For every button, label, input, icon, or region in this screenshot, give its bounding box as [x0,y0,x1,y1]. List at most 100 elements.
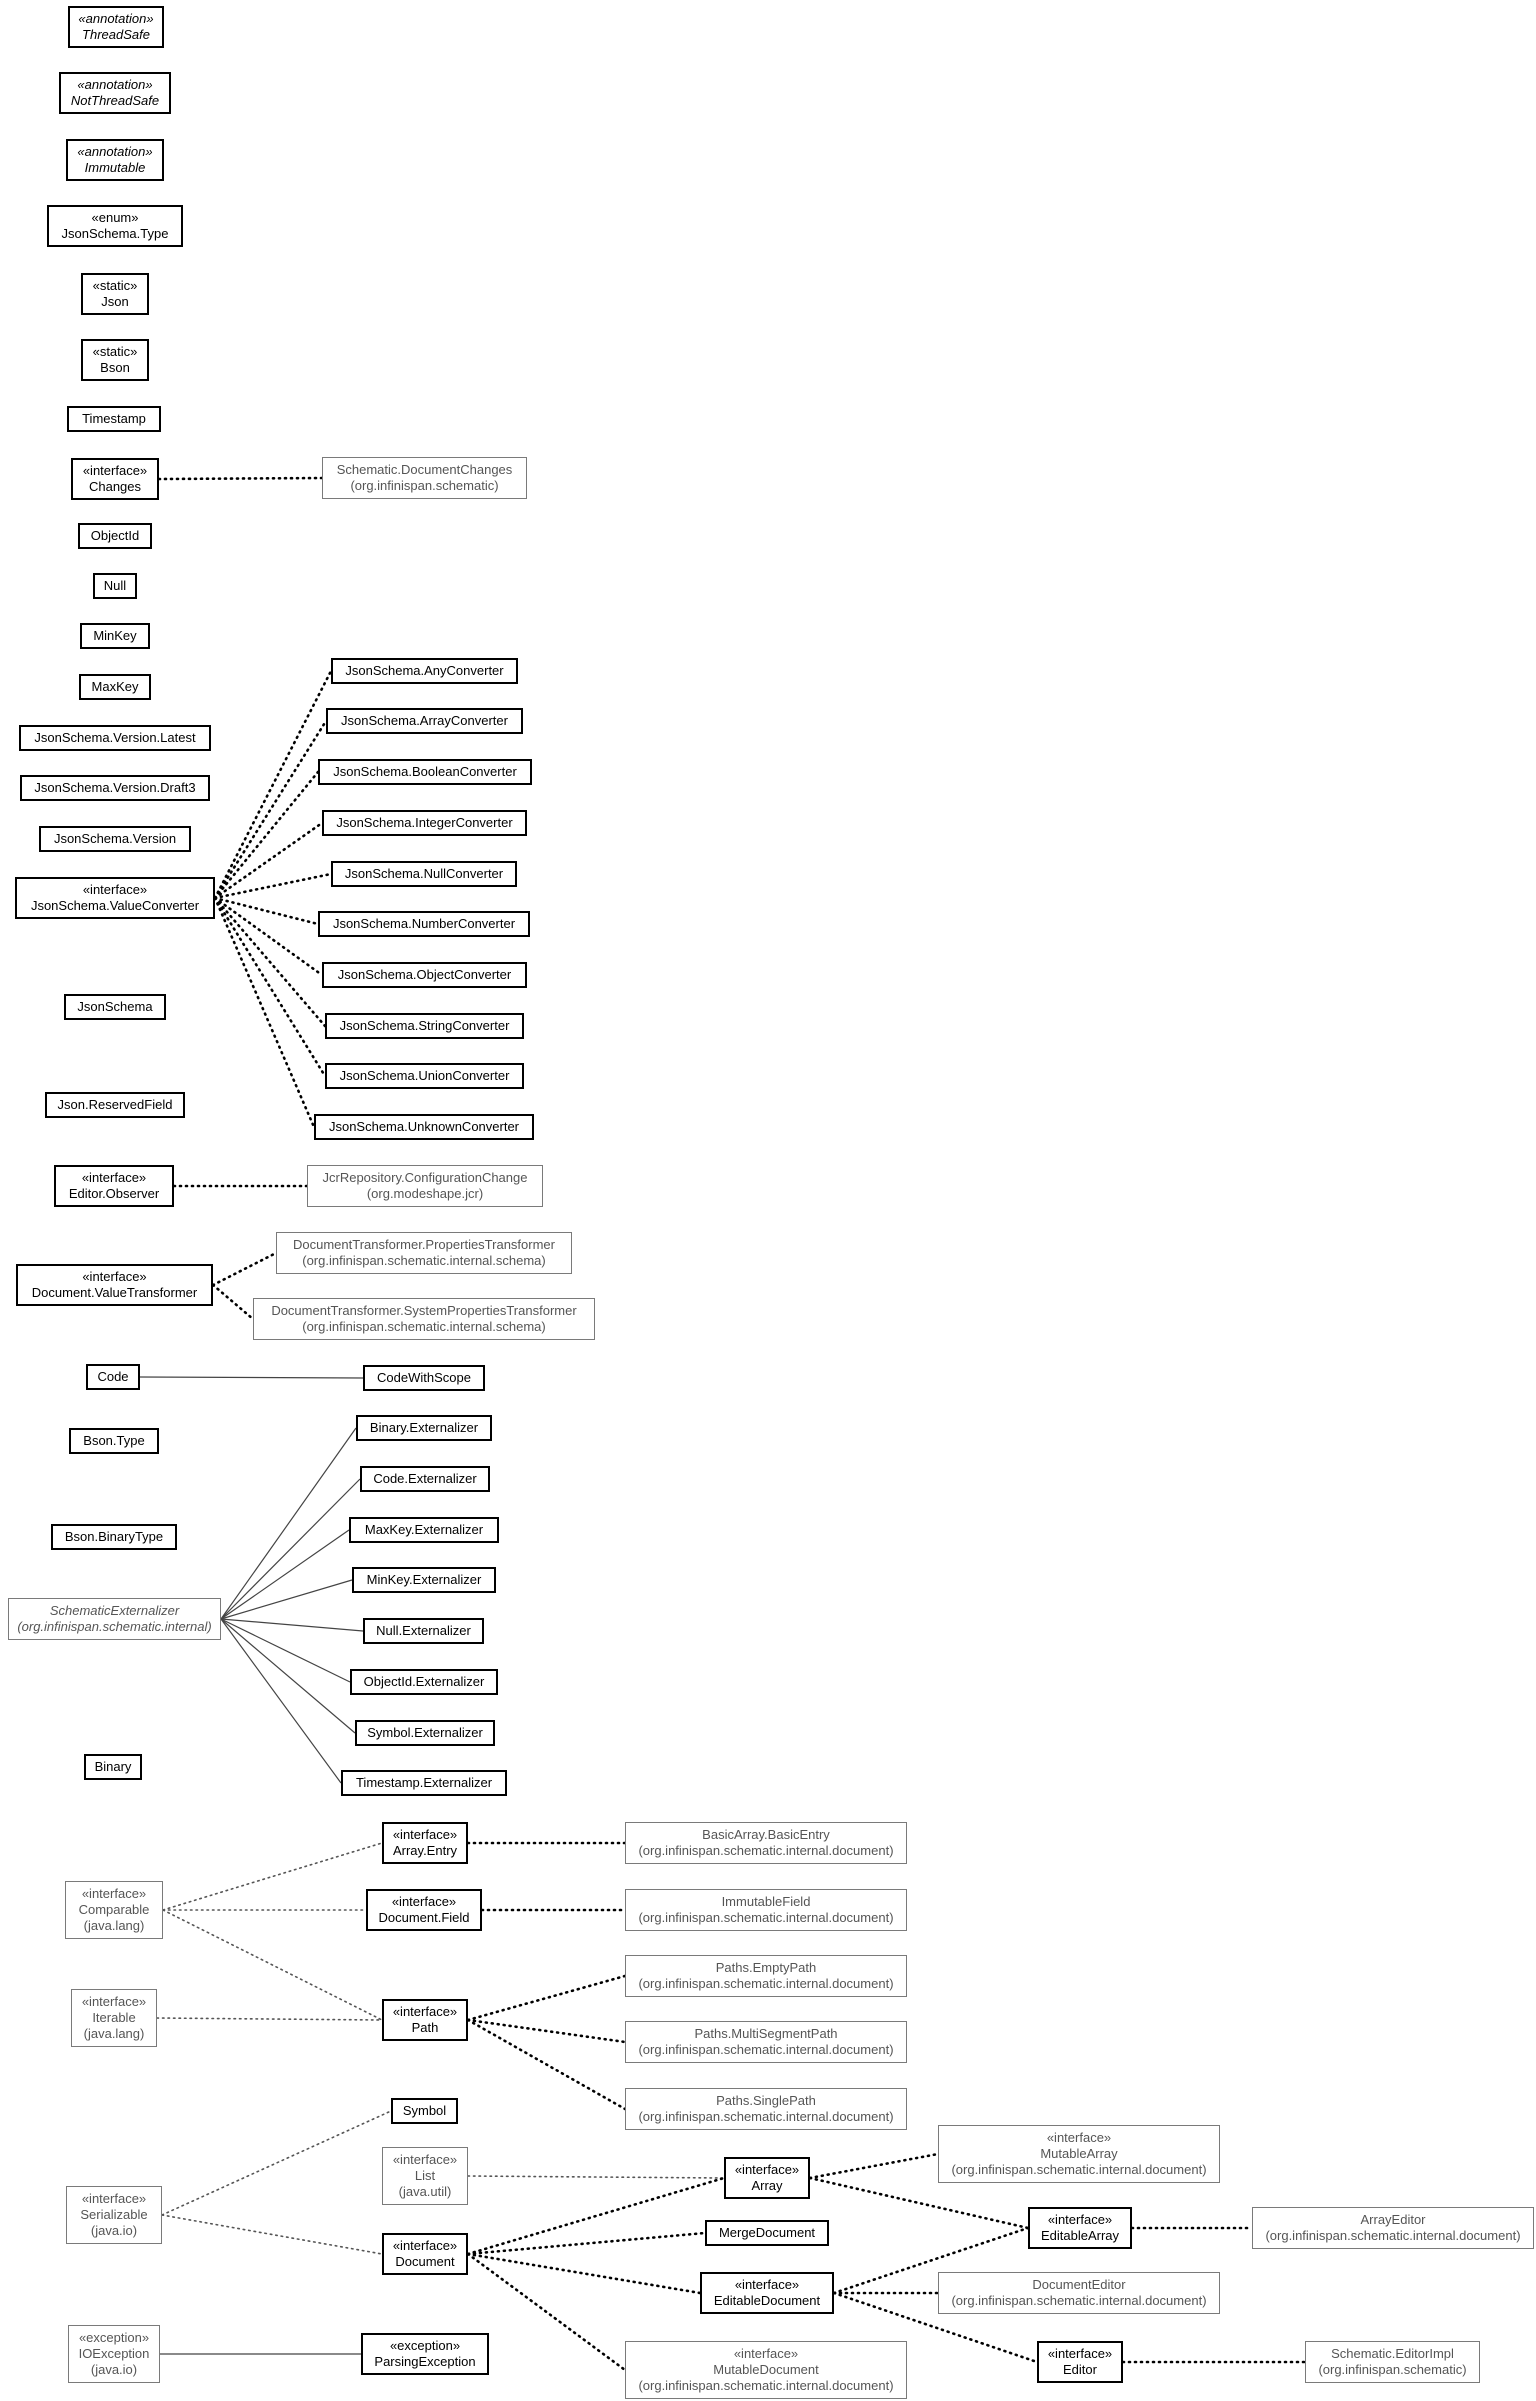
node-pkg: (org.infinispan.schematic.internal.docum… [638,1910,894,1925]
edge-valueconverter-to-anyconverter [213,669,333,900]
node-stringconverter: JsonSchema.StringConverter [325,1013,524,1039]
node-name: Paths.MultiSegmentPath [694,2026,838,2041]
node-propertiestransformer: DocumentTransformer.PropertiesTransforme… [276,1232,572,1274]
node-name: Immutable [84,160,146,175]
node-json: «static»Json [81,273,149,315]
node-timestamp: Timestamp [67,406,161,432]
node-bson-binarytype: Bson.BinaryType [51,1524,177,1550]
node-binary: Binary [84,1754,142,1780]
node-ioexception: «exception»IOException(java.io) [68,2325,160,2383]
node-name: Path [411,2020,439,2035]
node-name: Code [97,1369,129,1384]
node-name: CodeWithScope [377,1370,471,1385]
node-name: Json [101,294,129,309]
edge-path-to-multisegmentpath [466,2018,627,2044]
edge-schematicexternalizer-to-symbol-externalizer [220,1618,356,1734]
node-name: Bson.Type [83,1433,145,1448]
node-null-externalizer: Null.Externalizer [363,1618,484,1644]
node-pkg: (org.infinispan.schematic.internal.docum… [638,2378,894,2393]
edge-schematicexternalizer-to-objectid-externalizer [220,1618,351,1683]
node-maxkey: MaxKey [79,674,151,700]
node-pkg: (org.infinispan.schematic.internal.docum… [638,1843,894,1858]
node-name: Null [103,578,127,593]
node-document-field: «interface»Document.Field [366,1889,482,1931]
node-anyconverter: JsonSchema.AnyConverter [331,658,518,684]
node-objectid-externalizer: ObjectId.Externalizer [350,1669,498,1695]
node-name: Document.ValueTransformer [31,1285,198,1300]
node-name: Serializable [80,2207,148,2222]
edge-schematicexternalizer-to-minkey-externalizer [220,1579,353,1620]
node-name: MutableArray [1040,2146,1118,2161]
node-name: Timestamp [82,411,146,426]
edge-schematicexternalizer-to-null-externalizer [220,1618,364,1632]
edge-valueconverter-to-integerconverter [213,821,324,900]
node-pkg: (org.infinispan.schematic.internal.schem… [302,1319,546,1334]
node-singlepath: Paths.SinglePath(org.infinispan.schemati… [625,2088,907,2130]
node-stereo: «interface» [82,882,148,897]
node-stereo: «interface» [81,2191,147,2206]
node-name: Paths.EmptyPath [715,1960,817,1975]
node-immutable: «annotation»Immutable [66,139,164,181]
node-pkg: (org.infinispan.schematic.internal.schem… [302,1253,546,1268]
node-name: Symbol [402,2103,447,2118]
node-name: MinKey [93,628,137,643]
node-name: JcrRepository.ConfigurationChange [322,1170,528,1185]
node-binary-externalizer: Binary.Externalizer [356,1415,492,1441]
node-timestamp-externalizer: Timestamp.Externalizer [341,1770,507,1796]
node-basicentry: BasicArray.BasicEntry(org.infinispan.sch… [625,1822,907,1864]
node-name: Editor.Observer [68,1186,160,1201]
node-pkg: (org.infinispan.schematic) [1318,2362,1467,2377]
edge-document-to-array [466,2176,726,2256]
node-name: Array [751,2178,783,2193]
node-path: «interface»Path [382,1999,468,2041]
edge-schematicexternalizer-to-timestamp-externalizer [220,1618,342,1784]
node-name: ImmutableField [721,1894,811,1909]
node-arrayeditor: ArrayEditor(org.infinispan.schematic.int… [1252,2207,1534,2249]
node-stereo: «interface» [1046,2130,1112,2145]
node-name: JsonSchema.Version [53,831,177,846]
node-stereo: «interface» [392,2238,458,2253]
node-documenteditor: DocumentEditor(org.infinispan.schematic.… [938,2272,1220,2314]
edge-serializable-to-symbol [161,2110,392,2216]
node-name: JsonSchema.StringConverter [339,1018,510,1033]
edge-schematicexternalizer-to-binary-externalizer [220,1427,357,1620]
edge-schematicexternalizer-to-code-externalizer [220,1478,361,1620]
node-name: JsonSchema [77,999,153,1014]
node-name: Document [395,2254,455,2269]
edge-document-to-mergedocument [466,2231,707,2256]
node-name: JsonSchema.IntegerConverter [336,815,513,830]
node-stereo: «exception» [389,2338,461,2353]
node-stereo: «exception» [78,2330,150,2345]
edge-schematicexternalizer-to-maxkey-externalizer [220,1529,350,1620]
node-name: JsonSchema.ObjectConverter [337,967,512,982]
node-pkg: (org.infinispan.schematic.internal.docum… [1265,2228,1521,2243]
node-name: IOException [78,2346,150,2361]
node-name: JsonSchema.UnknownConverter [328,1119,520,1134]
node-pkg: (java.io) [90,2362,138,2377]
edge-valueconverter-to-unknownconverter [213,896,316,1129]
node-unknownconverter: JsonSchema.UnknownConverter [314,1114,534,1140]
node-pkg: (org.infinispan.schematic.internal.docum… [951,2293,1207,2308]
node-jsonschema-version-latest: JsonSchema.Version.Latest [19,725,211,751]
node-stereo: «interface» [81,1886,147,1901]
node-systempropertiestransformer: DocumentTransformer.SystemPropertiesTran… [253,1298,595,1340]
node-name: JsonSchema.Type [61,226,169,241]
node-parsingexception: «exception»ParsingException [361,2333,489,2375]
node-jcr-configurationchange: JcrRepository.ConfigurationChange(org.mo… [307,1165,543,1207]
node-name: Iterable [92,2010,136,2025]
node-name: Array.Entry [392,1843,458,1858]
node-pkg: (org.infinispan.schematic.internal.docum… [638,1976,894,1991]
node-threadsafe: «annotation»ThreadSafe [68,6,164,48]
edge-code-to-codewithscope [139,1376,364,1379]
node-json-reservedfield: Json.ReservedField [45,1092,185,1118]
node-stereo: «interface» [1047,2346,1113,2361]
node-name: MaxKey.Externalizer [364,1522,484,1537]
node-minkey: MinKey [80,623,150,649]
node-null: Null [93,573,137,599]
node-jsonschema: JsonSchema [64,994,166,1020]
node-name: JsonSchema.UnionConverter [339,1068,510,1083]
node-mutabledocument: «interface»MutableDocument(org.infinispa… [625,2341,907,2399]
node-code: Code [86,1364,140,1390]
